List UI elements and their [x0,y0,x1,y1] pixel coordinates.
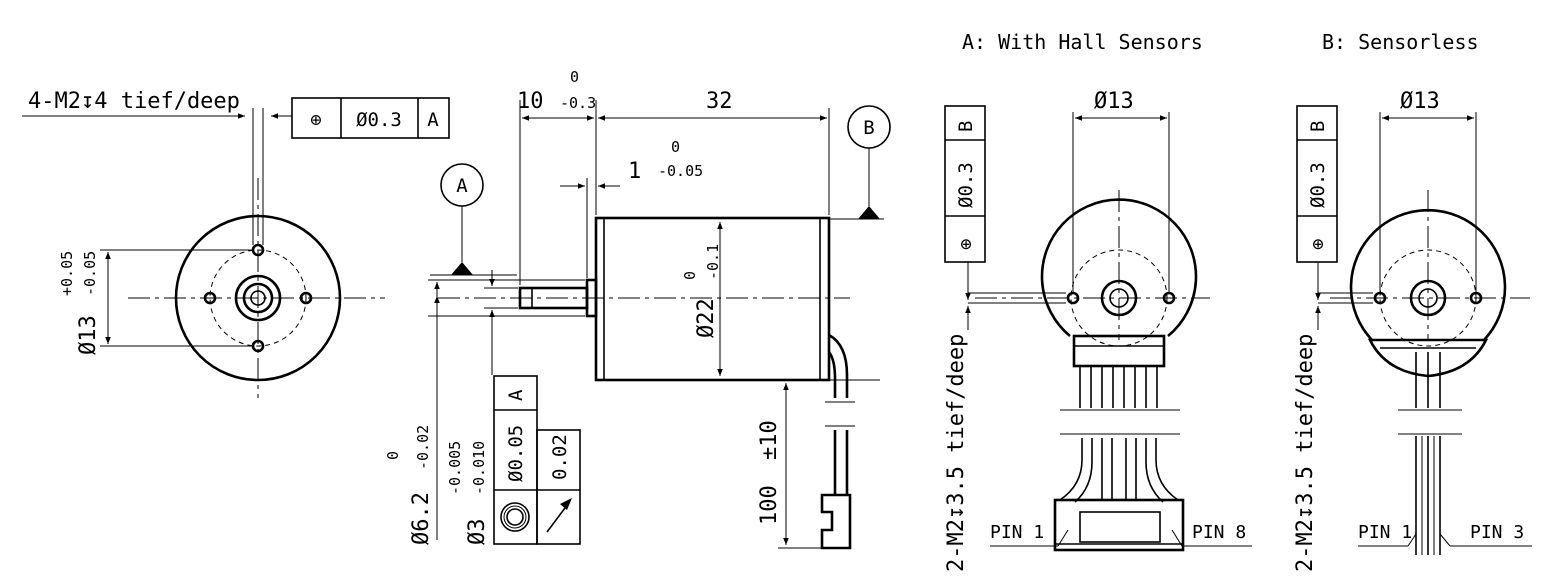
front-dia-tol-plus: +0.05 [58,251,76,296]
hall-pin-left: PIN 1 [990,522,1044,543]
side-view: 10 0 -0.3 32 1 0 -0.05 A B Ø22 0 -0.1 [384,68,891,550]
sensorless-fcf-value: Ø0.3 [1307,162,1329,208]
sensorless-thread-note: 2-M2↧3.5 tief/deep [1293,334,1318,572]
hall-thread-note: 2-M2↧3.5 tief/deep [944,334,969,572]
hall-fcf-position-icon: ⊕ [955,239,977,250]
dim-shaft-length-tol-lower: -0.3 [560,94,596,112]
hall-fcf-datum: B [955,121,977,132]
dim-boss-dia-tol-lower: -0.02 [414,425,432,470]
dim-body-dia: Ø22 [694,298,719,338]
hall-fcf-value: Ø0.3 [955,162,977,208]
dim-body-length: 32 [706,89,733,114]
dim-boss-length: 1 [628,159,641,184]
dim-boss-length-tol-upper: 0 [671,138,680,156]
front-fcf-datum: A [427,109,439,131]
dim-body-dia-tol-lower: -0.1 [704,244,722,280]
sensorless-fcf-position-icon: ⊕ [1307,239,1329,250]
dim-shaft-dia-tol-lower: -0.010 [470,441,488,495]
dim-shaft-length: 10 [517,89,544,114]
sensorless-pin-right: PIN 3 [1470,522,1524,543]
dim-boss-dia: Ø6.2 [409,492,434,545]
dim-shaft-length-tol-upper: 0 [570,68,579,86]
front-dia-13: Ø13 [76,315,101,355]
sensorless-dia-13: Ø13 [1400,89,1440,114]
datum-a-label: A [456,175,468,197]
ribbon-cable [1059,366,1180,503]
heading-sensorless: B: Sensorless [1322,30,1479,54]
dim-boss-dia-tol-upper: 0 [384,451,402,460]
hall-dia-13: Ø13 [1094,89,1134,114]
dim-lead-length: 100 [757,485,782,525]
rear-view-hall: Ø13 B Ø0.3 ⊕ 2-M2↧3.5 tief/deep PIN 1 PI… [944,89,1252,572]
dim-shaft-dia: Ø3 [465,519,490,546]
sensorless-pin-left: PIN 1 [1358,522,1412,543]
front-view: 4-M2↧4 tief/deep ⊕ Ø0.3 A Ø13 +0.05 -0.0… [22,89,450,398]
hall-pin-right: PIN 8 [1192,522,1246,543]
heading-with-hall-sensors: A: With Hall Sensors [962,30,1203,54]
dim-body-dia-tol-upper: 0 [681,271,699,280]
fcf-concentricity-value: Ø0.05 [505,425,527,482]
runout-arrow-icon [546,498,572,533]
dim-boss-length-tol-lower: -0.05 [658,162,703,180]
front-fcf-position-icon: ⊕ [310,109,321,131]
datum-b-label: B [863,117,874,139]
rear-view-sensorless: Ø13 B Ø0.3 ⊕ 2-M2↧3.5 tief/deep PIN 1 PI… [1293,89,1532,572]
dim-shaft-dia-tol-upper: -0.005 [446,441,464,495]
sensorless-fcf-datum: B [1307,121,1329,132]
front-dia-tol-minus: -0.05 [81,251,99,296]
wire-bundle [1398,352,1462,555]
fcf-runout-value: 0.02 [549,434,571,480]
front-fcf-value: Ø0.3 [356,109,402,131]
dim-lead-length-tol: ±10 [757,420,782,460]
front-thread-note: 4-M2↧4 tief/deep [28,89,240,114]
fcf-concentricity-datum: A [505,389,527,401]
concentricity-icon [503,505,527,529]
